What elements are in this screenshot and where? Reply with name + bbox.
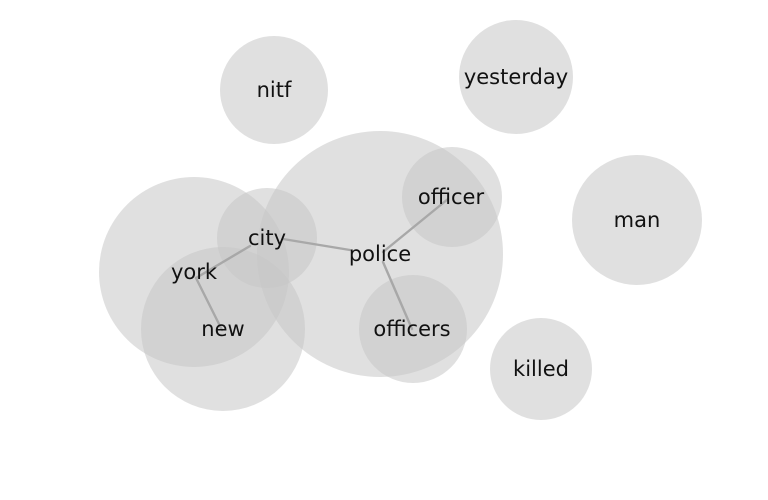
edge-york-city [194,244,252,280]
edge-city-police [281,237,352,252]
word-new: new [201,317,244,341]
edge-layer [194,197,450,332]
edge-york-new [194,276,224,332]
word-officer: officer [418,185,485,209]
bubble-new [141,247,305,411]
word-officers: officers [373,317,450,341]
word-york: york [171,260,218,284]
bubble-nitf [220,36,328,144]
bubble-killed [490,318,592,420]
word-killed: killed [513,357,569,381]
edge-police-officer [381,197,450,254]
word-yesterday: yesterday [464,65,568,89]
bubble-officer [402,147,502,247]
edge-police-officers [381,260,414,331]
word-city: city [248,226,286,250]
bubble-layer [99,20,702,420]
bubble-yesterday [459,20,573,134]
label-layer: nitf yesterday officer man city police y… [171,65,660,381]
word-police: police [349,242,411,266]
bubble-man [572,155,702,285]
word-nitf: nitf [257,78,292,102]
word-man: man [614,208,661,232]
bubble-city [217,188,317,288]
